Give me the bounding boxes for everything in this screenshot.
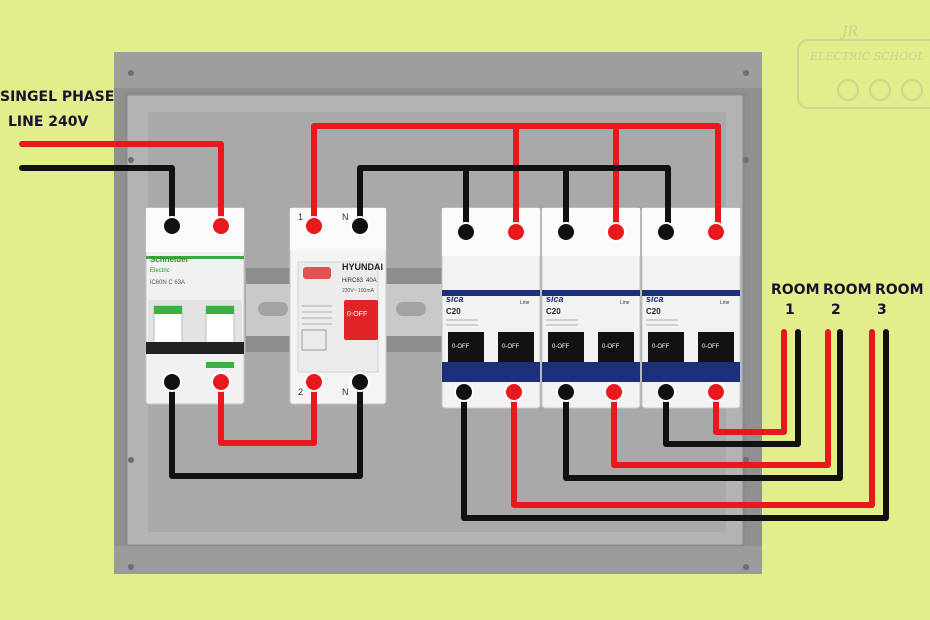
mcb-line-tag: Line: [520, 300, 530, 306]
mcb-line-tag: Line: [620, 300, 630, 306]
rccb-terminal-n-top: N: [342, 212, 349, 222]
room1-phase-wire: [713, 329, 787, 435]
supply-phase-wire: [19, 141, 224, 229]
room-2-label: ROOM: [823, 282, 872, 298]
room3-phase-wire: [511, 329, 875, 508]
rccb-neutral-bus: [357, 165, 671, 229]
room-1-label: ROOM: [771, 282, 820, 298]
breaker-to-rccb-neutral: [169, 381, 363, 479]
room3-neutral-wire: [461, 329, 889, 521]
rccb: HYUNDAI HiRC63 40A 230V~ 100mA 0-OFF 1 N…: [289, 207, 387, 405]
watermark-text: ELECTRIC SCHOOL: [810, 50, 925, 63]
mcb-brand: sica: [546, 294, 564, 304]
main-breaker-rating: iC60N C 63A: [150, 280, 185, 286]
main-breaker-brand-sub: Electric: [150, 268, 170, 274]
rccb-terminal-n-bottom: N: [342, 387, 349, 397]
room-1-number: 1: [785, 302, 795, 318]
rccb-switch-label: 0-OFF: [347, 311, 367, 318]
mcb-line-tag: Line: [720, 300, 730, 306]
room2-phase-wire: [611, 329, 831, 468]
room1-neutral-wire: [663, 329, 801, 447]
main-breaker-brand: Schneider: [150, 255, 189, 264]
rccb-rating: 40A: [366, 278, 377, 284]
mcb-switch-label: 0-OFF: [502, 344, 520, 350]
rccb-model: HiRC63: [342, 278, 364, 284]
watermark: [797, 39, 930, 109]
mcb-switch-label: 0-OFF: [602, 344, 620, 350]
mcb-switch-label: 0-OFF: [552, 344, 570, 350]
mcb-switch-label: 0-OFF: [452, 344, 470, 350]
mcb-rating: C20: [646, 307, 661, 316]
mcb-brand: sica: [646, 294, 664, 304]
breaker-to-rccb-phase: [218, 381, 317, 446]
room2-neutral-wire: [563, 329, 843, 481]
mcb-rating: C20: [546, 307, 561, 316]
mcb-switch-label: 0-OFF: [702, 344, 720, 350]
wires: [19, 123, 889, 521]
room-2-number: 2: [831, 302, 841, 318]
supply-neutral-wire: [19, 165, 175, 229]
rccb-terminal-1: 1: [298, 212, 303, 222]
rccb-terminal-2: 2: [298, 387, 303, 397]
supply-label-line2: LINE 240V: [8, 114, 89, 130]
rccb-spec: 230V~ 100mA: [342, 288, 374, 294]
mcb-brand: sica: [446, 294, 464, 304]
room-3-number: 3: [877, 302, 887, 318]
terminals: [162, 216, 726, 402]
din-rail: [246, 268, 442, 352]
main-breaker: Schneider Electric iC60N C 63A: [145, 207, 245, 405]
mcb-switch-label: 0-OFF: [652, 344, 670, 350]
mcb-rating: C20: [446, 307, 461, 316]
rccb-brand: HYUNDAI: [342, 262, 383, 272]
supply-label-line1: SINGEL PHASE: [0, 89, 115, 105]
room-3-label: ROOM: [875, 282, 924, 298]
watermark-logo: JR: [842, 24, 859, 40]
